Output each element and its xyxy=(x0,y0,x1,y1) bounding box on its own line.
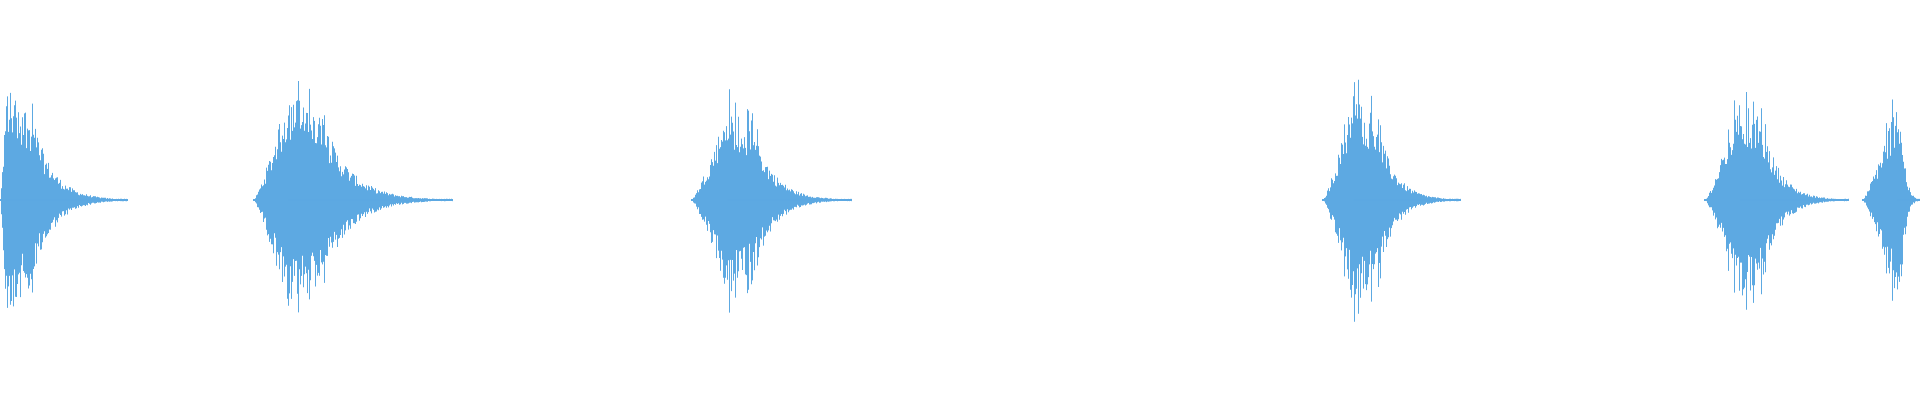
waveform-burst-5 xyxy=(1704,92,1849,310)
waveform-burst-4 xyxy=(1322,79,1461,322)
waveform-burst-6 xyxy=(1862,99,1920,301)
waveform-burst-3 xyxy=(691,89,852,313)
waveform-events xyxy=(0,79,1920,322)
waveform-burst-1 xyxy=(0,92,128,308)
waveform-burst-2 xyxy=(253,81,453,313)
